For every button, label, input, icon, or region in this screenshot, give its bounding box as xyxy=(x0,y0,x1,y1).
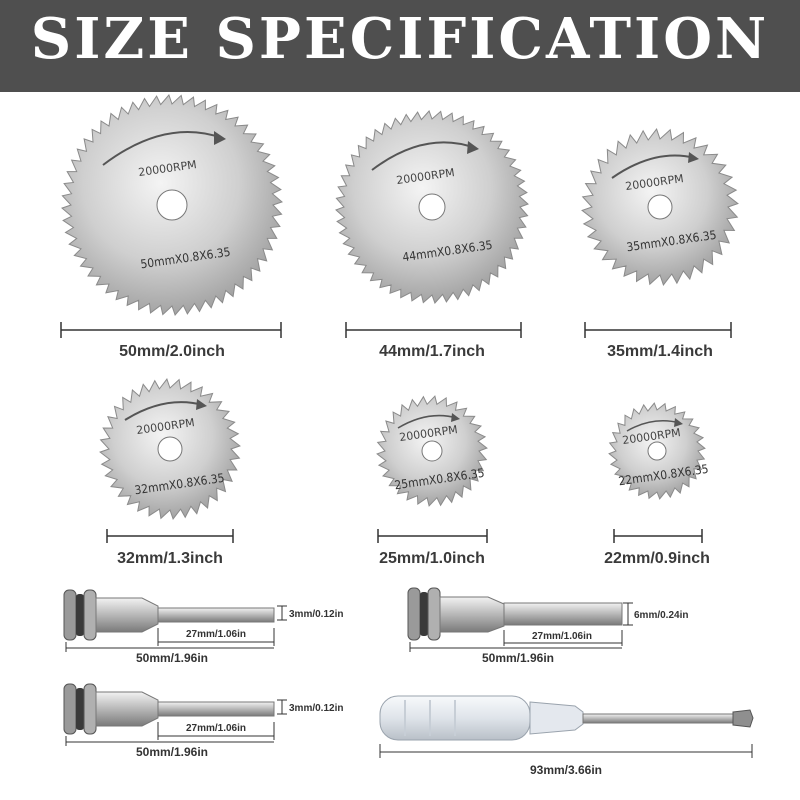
mandrel-total-length: 50mm/1.96in xyxy=(482,651,554,665)
handle-grip-lines xyxy=(404,700,456,736)
page-title: SIZE SPECIFICATION xyxy=(30,6,770,72)
mandrel-total-length: 50mm/1.96in xyxy=(136,651,208,665)
mandrel-shank xyxy=(157,701,275,717)
blade-22mm: 20000RPM 22mmX0.8X6.35 xyxy=(608,402,709,500)
screwdriver-shaft xyxy=(582,713,734,724)
arrow-head-icon xyxy=(688,152,699,163)
rotation-arrow-icon xyxy=(102,131,223,166)
header-banner: SIZE SPECIFICATION xyxy=(0,0,800,92)
blade-35mm: 20000RPM 35mmX0.8X6.35 xyxy=(581,128,739,286)
mandrel-3mm-top xyxy=(63,589,275,641)
mandrel-shank-length: 27mm/1.06in xyxy=(186,723,246,734)
mandrel-collar xyxy=(95,691,159,727)
mandrel-shank-length: 27mm/1.06in xyxy=(532,631,592,642)
mandrel-head xyxy=(83,683,97,735)
arrow-head-icon xyxy=(196,399,207,410)
mandrel-shank xyxy=(157,607,275,623)
mandrel-3mm-bottom xyxy=(63,683,275,735)
mandrel-head xyxy=(427,587,441,641)
blade-size-label: 25mm/1.0inch xyxy=(379,550,485,567)
mandrel-diameter: 3mm/0.12in xyxy=(289,703,343,714)
mandrel-3-dimension-lines xyxy=(65,699,287,746)
arrow-head-icon xyxy=(214,131,226,145)
mandrel-diameter: 3mm/0.12in xyxy=(289,609,343,620)
mandrel-shank xyxy=(503,602,623,626)
blade-dimension-lines xyxy=(60,322,732,543)
mandrel-washer xyxy=(420,592,428,636)
blade-arbor-hole xyxy=(157,436,183,462)
rotation-arrow-icon xyxy=(124,401,204,421)
blade-50mm: 20000RPM 50mmX0.8X6.35 xyxy=(61,94,283,316)
blade-arbor-hole xyxy=(418,193,446,221)
blade-44mm: 20000RPM 44mmX0.8X6.35 xyxy=(335,110,529,304)
rotation-arrow-icon xyxy=(611,154,696,179)
rotation-arrow-icon xyxy=(371,141,476,171)
arrow-head-icon xyxy=(451,413,460,422)
blade-arbor-hole xyxy=(647,441,667,461)
mandrel-6mm xyxy=(407,587,623,641)
blade-size-label: 44mm/1.7inch xyxy=(379,343,485,360)
mandrel-collar xyxy=(439,596,505,633)
arrow-head-icon xyxy=(674,418,683,427)
mandrel-head xyxy=(83,589,97,641)
blade-size-label: 35mm/1.4inch xyxy=(607,343,713,360)
blade-size-label: 22mm/0.9inch xyxy=(604,550,710,567)
mandrel-shank-length: 27mm/1.06in xyxy=(186,629,246,640)
blade-arbor-hole xyxy=(421,440,443,462)
blade-25mm: 20000RPM 25mmX0.8X6.35 xyxy=(376,395,488,507)
mandrel-diameter: 6mm/0.24in xyxy=(634,610,688,621)
mandrel-head xyxy=(63,589,77,641)
blade-arbor-hole xyxy=(647,194,673,220)
mandrel-collar xyxy=(95,597,159,633)
mandrel-1-dimension-lines xyxy=(65,605,287,652)
blade-size-label: 32mm/1.3inch xyxy=(117,550,223,567)
screwdriver-ferrule xyxy=(529,701,584,735)
mandrel-2-dimension-lines xyxy=(409,602,633,652)
mandrel-head xyxy=(63,683,77,735)
arrow-head-icon xyxy=(467,141,479,154)
blade-arbor-hole xyxy=(156,189,188,221)
screwdriver-dimension-line xyxy=(379,744,753,758)
mandrel-head xyxy=(407,587,421,641)
screwdriver-tip xyxy=(732,709,754,728)
blade-size-label: 50mm/2.0inch xyxy=(119,343,225,360)
mandrel-washer xyxy=(76,688,84,730)
blade-32mm: 20000RPM 32mmX0.8X6.35 xyxy=(99,378,241,520)
mandrel-washer xyxy=(76,594,84,636)
screwdriver xyxy=(379,695,754,741)
screwdriver-length: 93mm/3.66in xyxy=(530,763,602,777)
mandrel-total-length: 50mm/1.96in xyxy=(136,745,208,759)
